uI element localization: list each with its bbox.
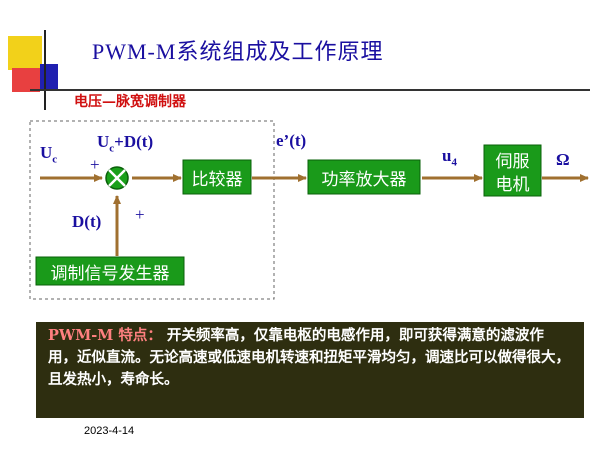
- deco-square-yellow: [8, 36, 42, 70]
- features-box: PWM-M 特点： 开关频率高，仅靠电枢的电感作用，即可获得满意的滤波作用，近似…: [36, 322, 584, 418]
- features-body: 开关频率高，仅靠电枢的电感作用，即可获得满意的滤波作用，近似直流。无论高速或低速…: [48, 327, 570, 388]
- label-e-prime: e’(t): [276, 131, 307, 150]
- features-heading: PWM-M 特点：: [48, 327, 162, 344]
- label-uc: Uc: [40, 143, 58, 166]
- signal-generator-label: 调制信号发生器: [50, 264, 170, 284]
- label-plus-bottom: +: [135, 205, 145, 224]
- dashed-boundary: [29, 120, 275, 300]
- slide-date: 2023-4-14: [84, 425, 135, 437]
- label-omega: Ω: [556, 150, 570, 169]
- slide-title: PWM-M系统组成及工作原理: [92, 39, 384, 64]
- comparator-label: 比较器: [191, 170, 243, 190]
- servo-motor-block: [483, 144, 542, 197]
- label-sum-output: Uc+D(t): [97, 132, 154, 155]
- slide-subtitle: 电压—脉宽调制器: [74, 94, 186, 110]
- amplifier-block: [307, 159, 421, 195]
- label-dt: D(t): [72, 212, 102, 231]
- pwm-block-diagram: [29, 120, 589, 300]
- deco-vertical-line: [44, 30, 46, 110]
- deco-square-red: [12, 68, 40, 92]
- amplifier-label: 功率放大器: [321, 170, 407, 190]
- servo-motor-label-line2: 电机: [495, 175, 530, 195]
- comparator-block: [182, 159, 252, 195]
- servo-motor-label-line1: 伺服: [495, 152, 530, 172]
- label-u4: u4: [442, 146, 457, 169]
- label-plus-left: +: [90, 155, 100, 174]
- signal-generator-block: [35, 256, 185, 286]
- deco-horizontal-line: [30, 89, 590, 91]
